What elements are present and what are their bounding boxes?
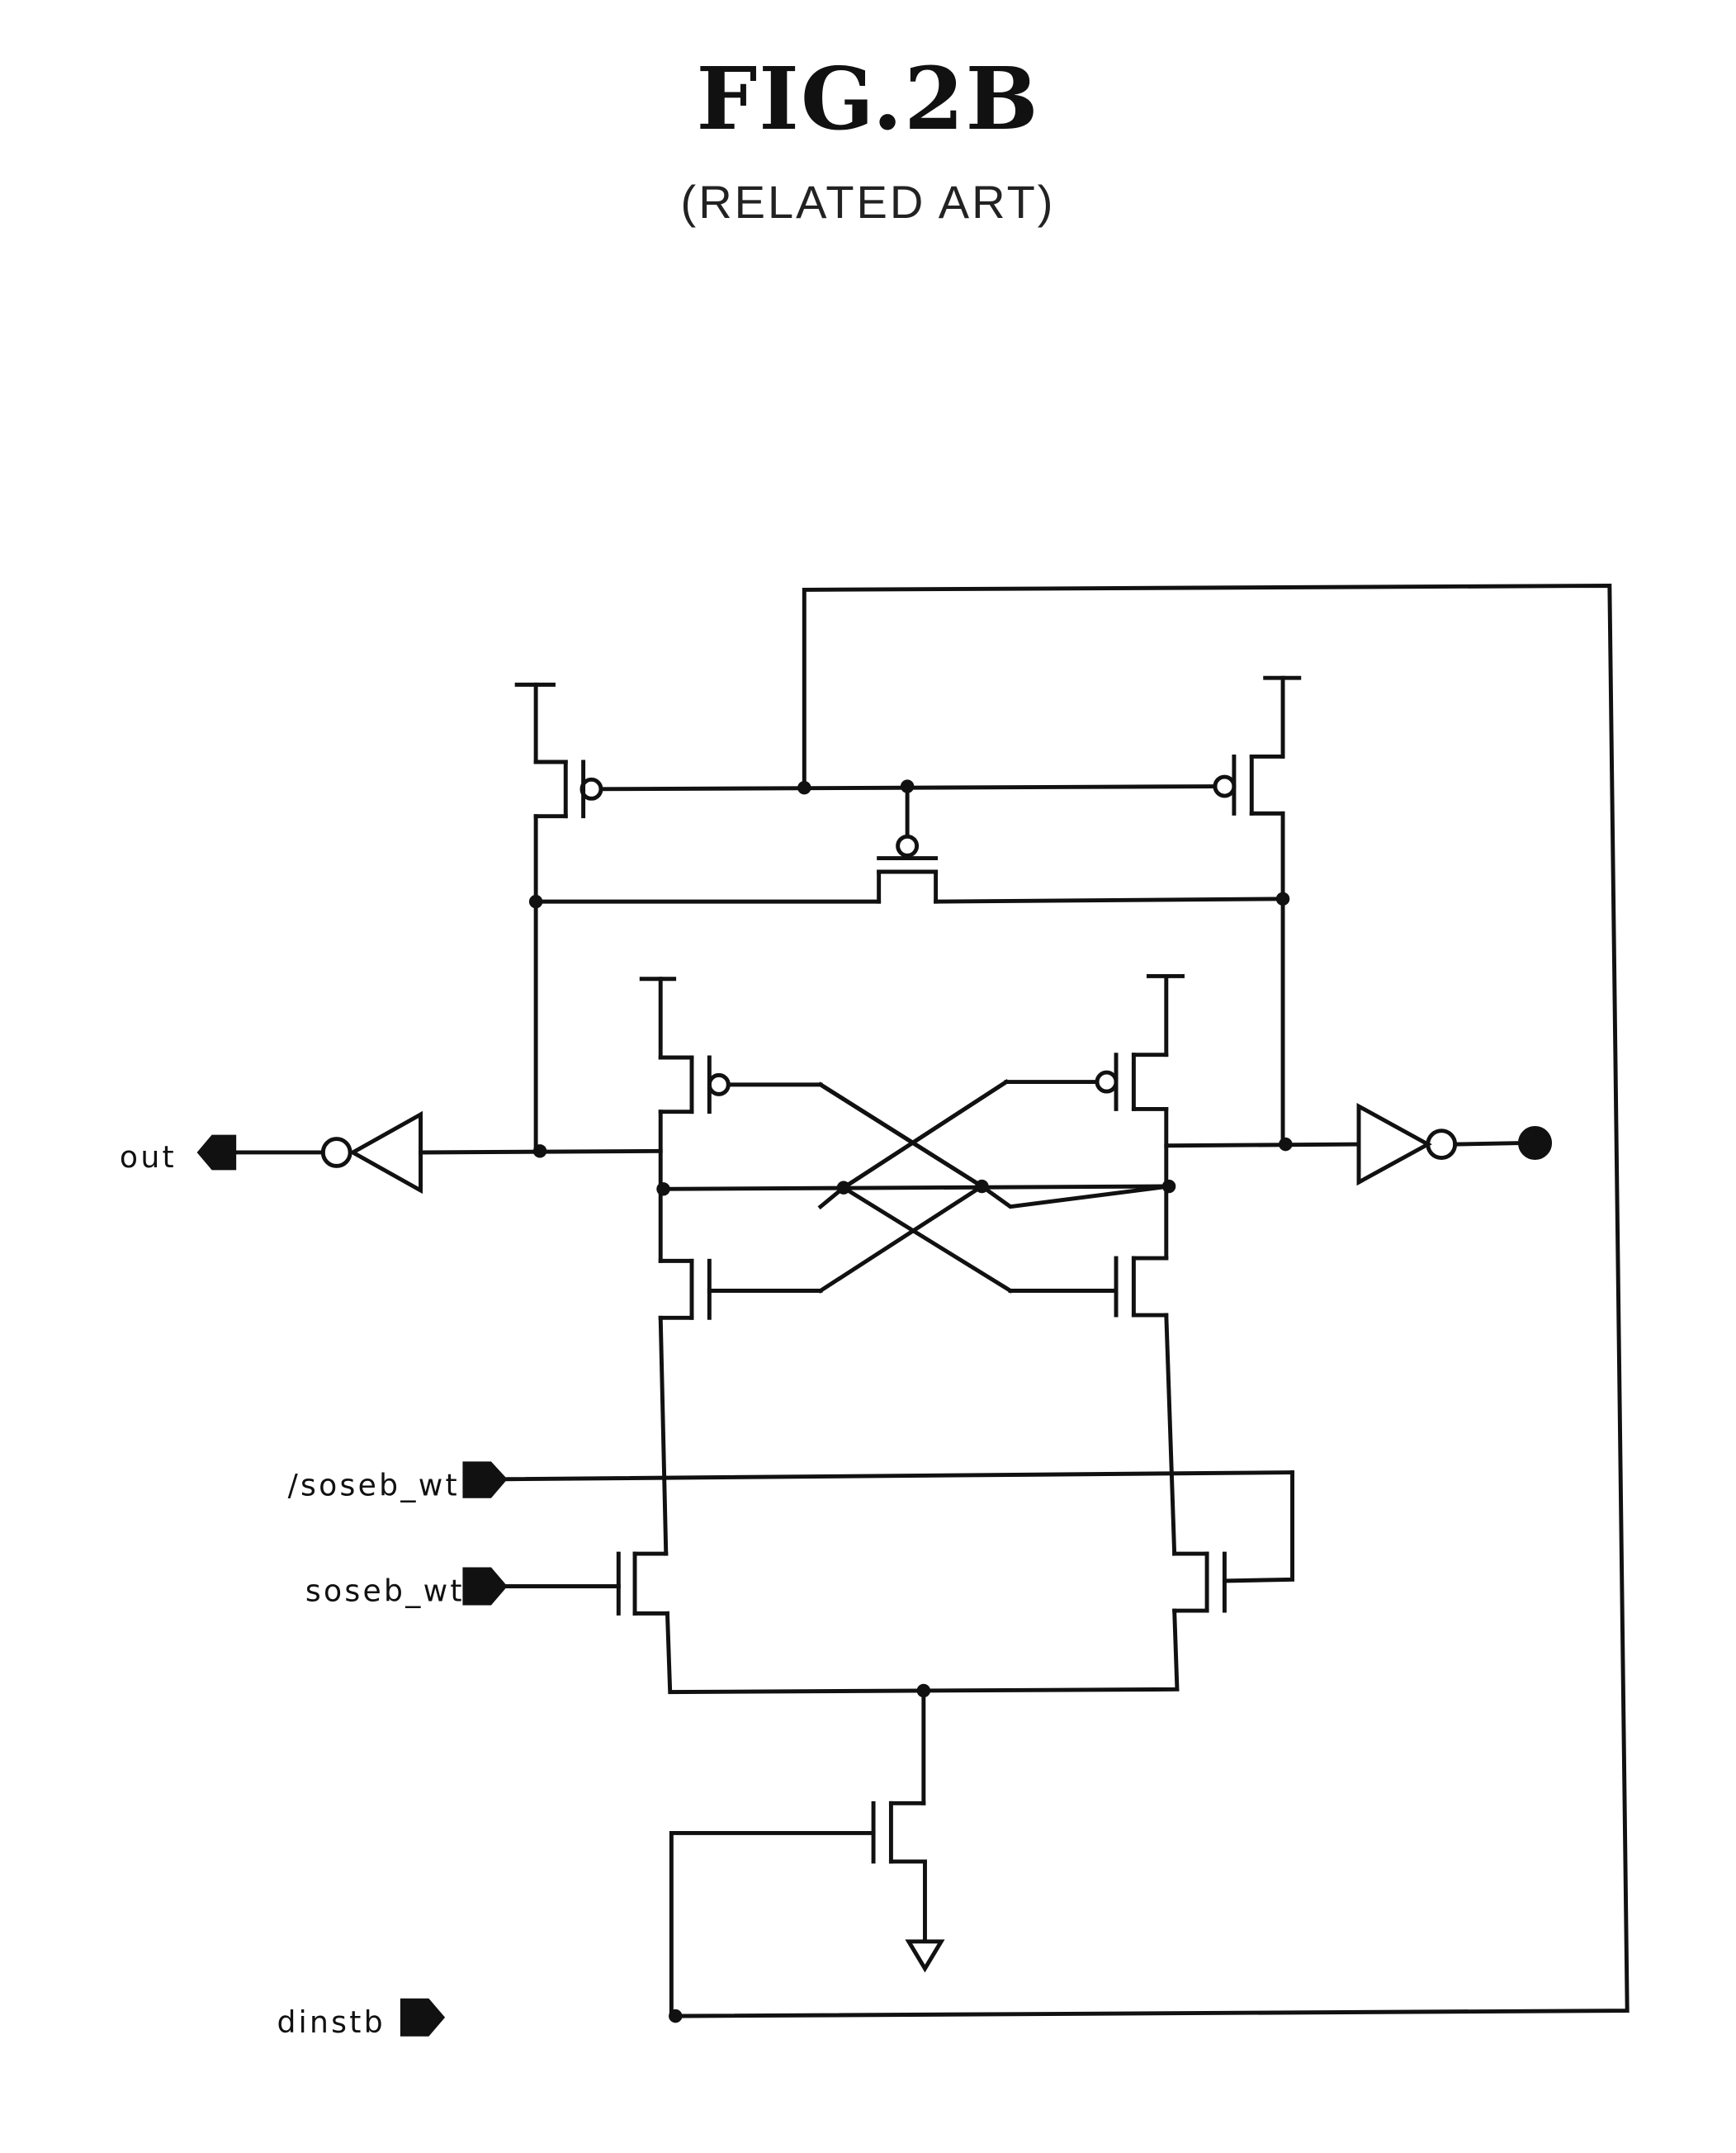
pmos-precharge-right xyxy=(1213,675,1302,816)
latch-pmos-right xyxy=(1004,974,1185,1111)
feedback-wire xyxy=(672,584,1630,2018)
left-lower-rail xyxy=(658,1315,669,1556)
input-nmos-left xyxy=(505,1551,669,1616)
dinstb-port xyxy=(400,1998,446,2037)
latch-nmos-right xyxy=(1008,1256,1169,1318)
soseb-wt-bar-wire xyxy=(505,1470,1295,1482)
tail-nmos xyxy=(669,1687,927,2018)
input-nmos-right xyxy=(1172,1551,1227,1613)
latch-pmos-left xyxy=(639,977,823,1114)
ground-icon xyxy=(905,1939,945,1973)
pmos-equalizer xyxy=(533,784,1285,904)
tail-node-wire xyxy=(665,1608,1180,1695)
latch-nmos-left xyxy=(658,1258,823,1320)
soseb-wt-port xyxy=(462,1567,508,1606)
right-node-wire xyxy=(1164,1142,1361,1148)
latch-bridge xyxy=(658,1184,1169,1191)
soseb-wt-bar-label: /soseb_wt xyxy=(288,1467,460,1502)
soseb-wt-bar-port xyxy=(462,1461,508,1498)
pmos-precharge-left xyxy=(514,682,603,819)
figure-subtitle: (RELATED ART) xyxy=(680,176,1056,228)
soseb-wt-label: soseb_wt xyxy=(305,1573,465,1609)
right-output-terminal xyxy=(1517,1125,1553,1161)
junction-dots xyxy=(528,779,1293,2023)
dinstb-label: dinstb xyxy=(277,2004,386,2040)
right-inverter xyxy=(1356,1102,1528,1186)
out-port xyxy=(196,1134,237,1171)
soseb-wt-bar-gate-wire xyxy=(1222,1470,1295,1583)
left-inverter xyxy=(235,1110,423,1195)
out-label: out xyxy=(120,1139,177,1175)
right-lower-rail xyxy=(1164,1313,1177,1556)
figure-title: FIG.2B xyxy=(696,48,1040,149)
